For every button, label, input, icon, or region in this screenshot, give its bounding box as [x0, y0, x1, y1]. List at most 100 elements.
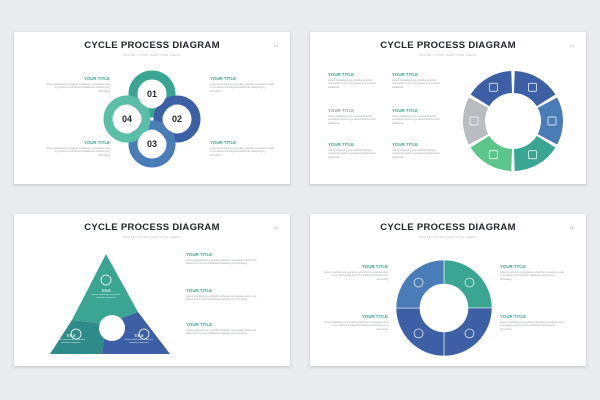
item-body: Green marketing is a practice whereby co… [500, 321, 564, 331]
slide-subtitle: WRITE YOUR SUBTITLE HERE [123, 235, 181, 239]
page-number: 15 [273, 225, 278, 230]
quadrant-icon [464, 328, 475, 339]
item-title: YOUR TITLE [328, 72, 355, 77]
item-body: Green marketing is a practice whereby co… [210, 147, 274, 157]
chat-icon [138, 328, 150, 340]
quadrant-icon [413, 277, 424, 288]
slide-title: CYCLE PROCESS DIAGRAM [84, 40, 220, 51]
triangle-cycle [50, 254, 170, 354]
segment-icon [547, 116, 557, 126]
ring-right-center [163, 105, 191, 133]
ring-bottom-center [138, 130, 166, 158]
text-item-top-right: YOUR TITLE Green marketing is a practice… [500, 264, 566, 281]
triangle-segment-left [50, 320, 106, 354]
item-title: YOUR TITLE [186, 322, 213, 327]
text-item: YOUR TITLE Green marketing is a practice… [392, 142, 448, 159]
triangle-label-body: Green marketing is a practice whereby co… [91, 294, 121, 299]
item-body: Green marketing is a practice whereby co… [392, 115, 440, 125]
four-ring-diagram: 01 02 03 04 [103, 70, 201, 168]
item-title: YOUR TITLE [500, 314, 527, 319]
triangle-center-hole [99, 315, 125, 341]
text-item: YOUR TITLE Green marketing is a practice… [328, 108, 384, 125]
slide-1: CYCLE PROCESS DIAGRAM WRITE YOUR SUBTITL… [14, 32, 290, 184]
quadrant-segment [395, 307, 445, 357]
text-item-bottom-left: YOUR TITLE Green marketing is a practice… [322, 314, 388, 331]
triangle-label-body: Green marketing is a practice whereby co… [124, 339, 154, 344]
triangle-label: TITLE [134, 334, 144, 338]
quadrant-segment [443, 307, 493, 357]
slide-2: CYCLE PROCESS DIAGRAM WRITE YOUR SUBTITL… [310, 32, 586, 184]
text-item-top-right: YOUR TITLE Green marketing is a practice… [210, 76, 276, 93]
item-title: YOUR TITLE [500, 264, 527, 269]
cycle-segment [470, 71, 513, 107]
slide-title: CYCLE PROCESS DIAGRAM [84, 222, 220, 233]
text-item-top-left: YOUR TITLE Green marketing is a practice… [322, 264, 388, 281]
text-item: YOUR TITLE Green marketing is a practice… [328, 142, 384, 159]
text-item-top-left: YOUR TITLE Green marketing is a practice… [44, 76, 110, 93]
cycle-segment [463, 97, 489, 145]
item-body: Green marketing is a practice whereby co… [328, 149, 376, 159]
text-item-bottom-left: YOUR TITLE Green marketing is a practice… [44, 140, 110, 157]
item-body: Green marketing is a practice whereby co… [500, 271, 564, 281]
item-body: Green marketing is a practice whereby co… [328, 79, 376, 89]
quadrant-icon [464, 277, 475, 288]
item-body: Green marketing is a practice whereby co… [324, 321, 388, 331]
item-title: YOUR TITLE [392, 72, 419, 77]
cycle-segment [537, 97, 563, 145]
quadrant-icon [413, 328, 424, 339]
text-item: YOUR TITLE Green marketing is a practice… [392, 72, 448, 89]
page-number: 16 [569, 225, 574, 230]
slide-subtitle: WRITE YOUR SUBTITLE HERE [419, 53, 477, 57]
cycle-icon [100, 274, 112, 286]
text-item: YOUR TITLE Green marketing is a practice… [186, 288, 264, 302]
item-body: Green marketing is a practice whereby co… [324, 271, 388, 281]
ring-top [128, 70, 176, 118]
slide-title: CYCLE PROCESS DIAGRAM [380, 222, 516, 233]
text-item: YOUR TITLE Green marketing is a practice… [186, 252, 264, 266]
quadrant-segment [443, 259, 493, 309]
quadrant-ring-diagram [395, 259, 493, 357]
triangle-label: TITLE [101, 289, 111, 293]
item-body: Green marketing is a practice whereby co… [46, 147, 110, 157]
item-title: YOUR TITLE [83, 140, 110, 145]
item-body: Green marketing is a practice whereby co… [392, 79, 440, 89]
triangle-label: TITLE [66, 334, 76, 338]
item-body: Green marketing is a practice whereby co… [186, 259, 257, 266]
triangle-segment-top [72, 254, 138, 324]
step-number: 01 [147, 89, 157, 99]
text-item: YOUR TITLE Green marketing is a practice… [186, 322, 264, 336]
item-title: YOUR TITLE [328, 108, 355, 113]
step-number: 04 [122, 114, 132, 124]
ring-right [153, 95, 201, 143]
segment-icon [489, 82, 498, 92]
triangle-label-body: Green marketing is a practice whereby co… [56, 339, 86, 344]
text-item: YOUR TITLE Green marketing is a practice… [392, 108, 448, 125]
cycle-segment [513, 135, 556, 171]
item-body: Green marketing is a practice whereby co… [210, 83, 274, 93]
item-title: YOUR TITLE [210, 76, 237, 81]
ring-bottom [128, 120, 176, 168]
segment-icon [469, 116, 479, 126]
slide-title: CYCLE PROCESS DIAGRAM [380, 40, 516, 51]
item-body: Green marketing is a practice whereby co… [392, 149, 440, 159]
page-number: 14 [569, 43, 574, 48]
text-item-bottom-right: YOUR TITLE Green marketing is a practice… [210, 140, 276, 157]
text-item: YOUR TITLE Green marketing is a practice… [328, 72, 384, 89]
ring-top-center [138, 80, 166, 108]
slide-4: CYCLE PROCESS DIAGRAM WRITE YOUR SUBTITL… [310, 214, 586, 366]
item-title: YOUR TITLE [392, 108, 419, 113]
text-item-bottom-right: YOUR TITLE Green marketing is a practice… [500, 314, 566, 331]
segment-icon [528, 82, 537, 92]
item-title: YOUR TITLE [361, 314, 388, 319]
item-title: YOUR TITLE [210, 140, 237, 145]
item-body: Green marketing is a practice whereby co… [328, 115, 376, 125]
item-title: YOUR TITLE [361, 264, 388, 269]
item-title: YOUR TITLE [186, 288, 213, 293]
item-body: Green marketing is a practice whereby co… [186, 295, 257, 302]
slide-subtitle: WRITE YOUR SUBTITLE HERE [419, 235, 477, 239]
ring-left [103, 95, 151, 143]
page-number: 13 [273, 43, 278, 48]
gear-icon [70, 328, 82, 340]
step-number: 03 [147, 139, 157, 149]
item-body: Green marketing is a practice whereby co… [186, 329, 257, 336]
